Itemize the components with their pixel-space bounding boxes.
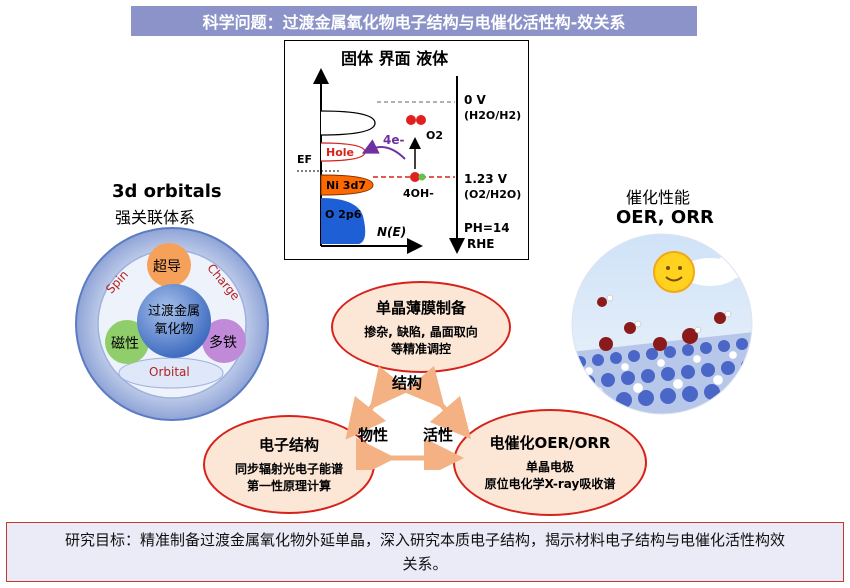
research-goal-box: 研究目标：精准制备过渡金属氧化物外延单晶，深入研究本质电子结构，揭示材料电子结构… (6, 522, 844, 582)
band-diagram-panel: 固体 界面 液体 0 V (H2O/H2) 1.23 V (O2/H2O) PH… (284, 40, 529, 260)
ni-band (320, 174, 374, 196)
magnetism-bubble (105, 320, 149, 364)
level-0v-ref: (H2O/H2) (464, 109, 522, 122)
orbital-ellipse (118, 357, 224, 389)
oh-oxygen-atom (410, 172, 420, 182)
fermi-label: EF (297, 153, 313, 166)
electrocatalysis-sub2: 原位电化学X-ray吸收谱 (484, 477, 616, 491)
orbitals-subtitle: 强关联体系 (115, 208, 196, 227)
orbitals-circle: 超导 磁性 多铁 过渡金属 氧化物 Spin Charge Orbital (72, 225, 272, 423)
electronic-structure-sub2: 第一性原理计算 (246, 479, 331, 493)
electron-transfer-arrow (361, 139, 406, 160)
orbitals-graphic (75, 227, 269, 421)
level-123v-ref: (O2/H2O) (464, 188, 522, 201)
title-text: 科学问题：过渡金属氧化物电子结构与电催化活性构-效关系 (202, 13, 626, 32)
superconduct-bubble (147, 243, 191, 287)
o2p-band (321, 198, 366, 244)
electrocatalysis-title: 电催化OER/ORR (489, 434, 611, 452)
electronic-structure-title: 电子结构 (258, 436, 319, 454)
structure-property-arrow (345, 365, 411, 440)
rhe-label: RHE (467, 237, 495, 251)
o2-label: O2 (426, 129, 444, 142)
ni-label: Ni 3d7 (326, 179, 366, 192)
ph-label: PH=14 (464, 221, 510, 235)
level-0v: 0 V (464, 93, 486, 107)
multiferro-bubble (202, 319, 246, 363)
electrocatalysis-sub1: 单晶电极 (525, 460, 574, 474)
cycle-arrows (345, 365, 472, 470)
superconduct-label: 超导 (153, 259, 181, 275)
magnetism-label: 磁性 (111, 336, 139, 352)
core-bubble (137, 284, 211, 358)
thin-film-title: 单晶薄膜制备 (375, 298, 466, 317)
upper-band (320, 110, 376, 136)
thin-film-oval: 单晶薄膜制备 掺杂, 缺陷, 晶面取向 等精准调控 (331, 281, 511, 373)
catalysis-scene (570, 232, 754, 416)
activity-label: 活性 (423, 426, 454, 444)
electrocatalysis-oval: 电催化OER/ORR 单晶电极 原位电化学X-ray吸收谱 (453, 409, 647, 516)
electronic-structure-sub1: 同步辐射光电子能谱 (234, 462, 343, 476)
catalysis-title: 催化性能 (626, 188, 691, 207)
level-123v: 1.23 V (464, 172, 508, 186)
thin-film-sub1: 掺杂, 缺陷, 晶面取向 (364, 324, 478, 339)
dos-axis-label: N(E) (377, 225, 407, 239)
oh-label: 4OH- (403, 187, 434, 200)
structure-activity-arrow (403, 365, 472, 440)
structure-label: 结构 (392, 374, 423, 392)
catalysis-graphic (571, 233, 753, 415)
electron-count-label: 4e- (383, 133, 405, 147)
phase-header: 固体 界面 液体 (341, 49, 449, 68)
research-goal-text: 研究目标：精准制备过渡金属氧化物外延单晶，深入研究本质电子结构，揭示材料电子结构… (65, 531, 786, 573)
core-label: 过渡金属 氧化物 (147, 304, 200, 337)
o2-atom-b (416, 115, 426, 125)
band-diagram-svg (297, 68, 465, 254)
catalysis-subtitle: OER, ORR (616, 207, 714, 228)
oh-hydrogen-atom (418, 173, 426, 181)
o2-atom-a (406, 115, 416, 125)
orbitals-title: 3d orbitals (112, 181, 222, 202)
o2p-label: O 2p6 (325, 208, 362, 221)
orbital-label: Orbital (149, 365, 190, 379)
thin-film-sub2: 等精准调控 (390, 341, 451, 356)
title-banner: 科学问题：过渡金属氧化物电子结构与电催化活性构-效关系 (131, 6, 697, 36)
property-label: 物性 (358, 426, 389, 444)
hole-label: Hole (326, 146, 354, 159)
multiferro-label: 多铁 (209, 335, 237, 351)
